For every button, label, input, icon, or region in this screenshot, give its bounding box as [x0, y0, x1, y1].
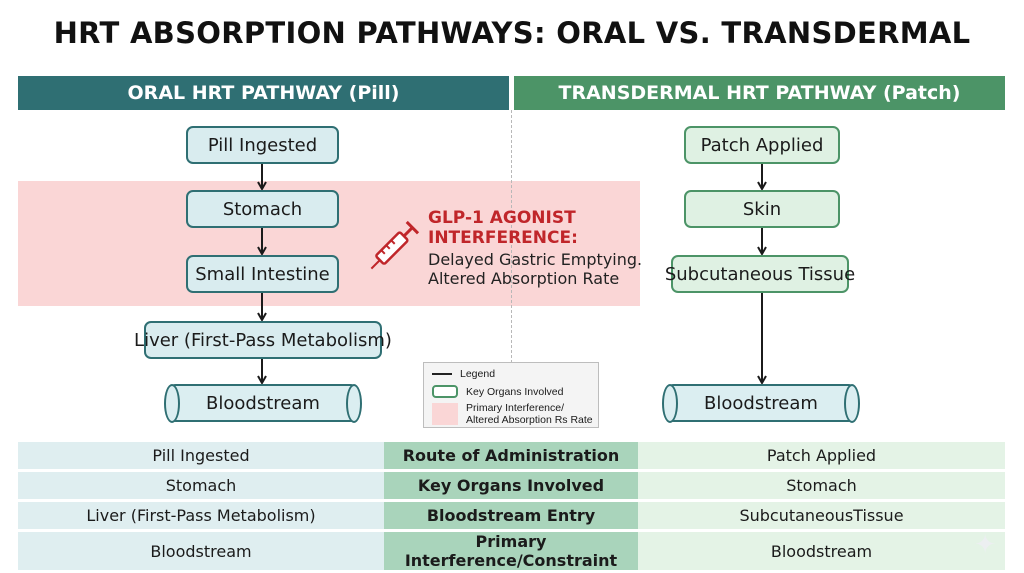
trans-step-subcutaneous-tissue: Subcutaneous Tissue: [665, 255, 855, 293]
oral-bloodstream-label: Bloodstream: [206, 392, 320, 414]
table-row: Stomach Key Organs Involved Stomach: [18, 472, 1005, 499]
trans-cell: Bloodstream: [638, 532, 1005, 570]
legend-band-row: Primary Interference/ Altered Absorption…: [432, 402, 593, 426]
interference-description: Delayed Gastric Emptying. Altered Absorp…: [428, 250, 642, 288]
legend-line-row: Legend: [432, 368, 495, 380]
legend-band-swatch: [432, 403, 458, 425]
oral-pathway-header: ORAL HRT PATHWAY (Pill): [18, 76, 509, 110]
legend-band-label: Primary Interference/ Altered Absorption…: [466, 402, 593, 426]
legend-organs-label: Key Organs Involved: [466, 385, 564, 398]
trans-cell: SubcutaneousTissue: [638, 502, 1005, 529]
interference-title: GLP-1 AGONIST INTERFERENCE:: [428, 208, 578, 248]
interference-desc-line2: Altered Absorption Rate: [428, 269, 620, 288]
oral-cell: Bloodstream: [18, 532, 384, 570]
trans-step-skin: Skin: [684, 190, 840, 228]
oral-cell: Liver (First-Pass Metabolism): [18, 502, 384, 529]
oral-step-stomach: Stomach: [186, 190, 339, 228]
syringe-icon: [370, 220, 420, 270]
legend-line-swatch: [432, 373, 452, 375]
oral-step-small-intestine: Small Intestine: [186, 255, 339, 293]
trans-bloodstream-label: Bloodstream: [704, 392, 818, 414]
legend-organs-row: Key Organs Involved: [432, 385, 563, 398]
transdermal-pathway-header: TRANSDERMAL HRT PATHWAY (Patch): [514, 76, 1005, 110]
oral-cell: Pill Ingested: [18, 442, 384, 469]
oral-step-pill-ingested: Pill Ingested: [186, 126, 339, 164]
page-title: HRT ABSORPTION PATHWAYS: ORAL VS. TRANSD…: [53, 16, 971, 50]
interference-title-line1: GLP-1 AGONIST: [428, 208, 576, 228]
interference-title-line2: INTERFERENCE:: [428, 228, 578, 248]
trans-step-patch-applied: Patch Applied: [684, 126, 840, 164]
table-row: Pill Ingested Route of Administration Pa…: [18, 442, 1005, 469]
trans-cell: Patch Applied: [638, 442, 1005, 469]
legend-band-line1: Primary Interference/: [466, 402, 565, 414]
table-row: Bloodstream Primary Interference/Constra…: [18, 532, 1005, 570]
row-label-cell: Primary Interference/Constraint: [384, 532, 638, 570]
comparison-table: Pill Ingested Route of Administration Pa…: [18, 439, 1005, 573]
oral-step-liver: Liver (First-Pass Metabolism): [134, 321, 392, 359]
trans-bloodstream-vessel: Bloodstream: [662, 383, 860, 423]
interference-desc-line1: Delayed Gastric Emptying.: [428, 250, 643, 269]
oral-bloodstream-vessel: Bloodstream: [164, 383, 362, 423]
row-label-cell: Key Organs Involved: [384, 472, 638, 499]
legend-organ-swatch: [432, 385, 458, 398]
legend-band-line2: Altered Absorption Rs Rate: [466, 414, 593, 426]
row-label-cell: Route of Administration: [384, 442, 638, 469]
legend: Legend Key Organs Involved Primary Inter…: [423, 362, 599, 428]
oral-cell: Stomach: [18, 472, 384, 499]
table-row: Liver (First-Pass Metabolism) Bloodstrea…: [18, 502, 1005, 529]
row-label-cell: Bloodstream Entry: [384, 502, 638, 529]
column-divider: [511, 110, 512, 428]
trans-cell: Stomach: [638, 472, 1005, 499]
sparkle-icon: ✦: [974, 529, 996, 559]
legend-title: Legend: [460, 368, 496, 380]
